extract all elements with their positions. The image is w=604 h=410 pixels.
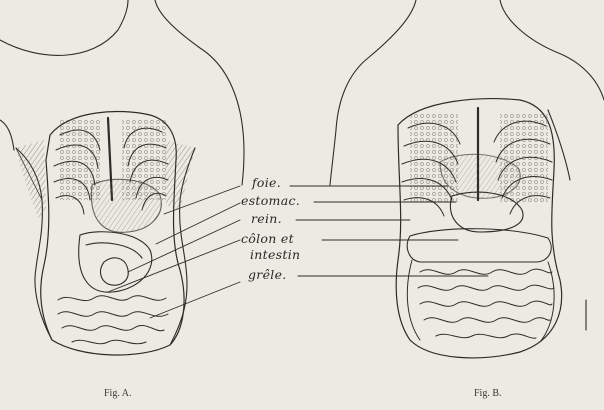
caption-fig-b: Fig. B. (474, 388, 502, 399)
leader-colon-a (107, 239, 241, 293)
leader-foie-a (163, 185, 241, 215)
figure-a-drawing (0, 0, 245, 356)
fig-b-intestines (406, 259, 555, 343)
label-grele: grêle. (248, 267, 287, 282)
fig-b-stomach (450, 191, 524, 233)
figure-b-drawing (329, 0, 604, 359)
caption-fig-a: Fig. A. (104, 388, 132, 399)
fig-a-stomach (78, 231, 153, 293)
fig-b-liver (439, 153, 521, 199)
fig-a-liver (90, 178, 162, 233)
leader-rein-a (127, 219, 241, 273)
leader-grele-a (149, 281, 241, 319)
label-rein: rein. (251, 211, 282, 226)
label-colon: côlon et (241, 231, 294, 246)
fig-b-torso-outline (329, 0, 417, 186)
fig-a-torso-outline (0, 0, 129, 56)
fig-b-colon (406, 228, 552, 263)
fig-a-intestines (57, 295, 169, 345)
fig-a-kidney (99, 257, 129, 286)
leader-estomac-a (155, 202, 241, 245)
label-estomac: estomac. (241, 193, 301, 208)
leader-lines (107, 185, 489, 319)
label-foie: foie. (252, 175, 282, 190)
label-intestin: intestin (250, 247, 301, 262)
